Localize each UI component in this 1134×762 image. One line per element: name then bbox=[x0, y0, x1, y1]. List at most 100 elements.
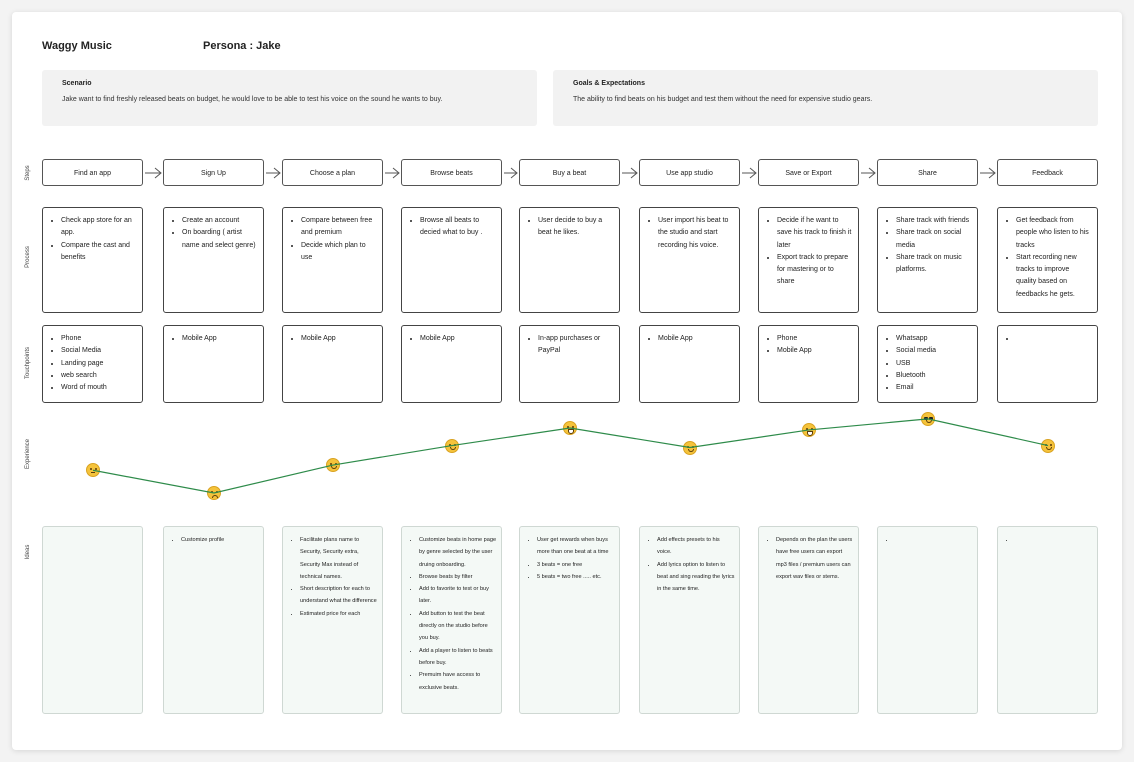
step-browse-beats: Browse beats bbox=[401, 159, 502, 186]
scenario-panel: Scenario Jake want to find freshly relea… bbox=[42, 70, 537, 126]
process-item: Get feedback from people who listen to h… bbox=[1016, 215, 1091, 252]
idea-item: Add lyrics option to listen to beat and … bbox=[657, 559, 735, 596]
idea-card: Add effects presets to his voice.Add lyr… bbox=[639, 526, 740, 714]
process-card: Browse all beats to decied what to buy . bbox=[401, 207, 502, 313]
idea-card: Customize profile bbox=[163, 526, 264, 714]
step-arrow-head bbox=[868, 167, 876, 179]
touchpoint-card: PhoneMobile App bbox=[758, 325, 859, 403]
touchpoint-card: WhatsappSocial mediaUSBBluetoothEmail bbox=[877, 325, 978, 403]
process-item: User decide to buy a beat he likes. bbox=[538, 215, 613, 240]
idea-item: User get rewards when buys more than one… bbox=[537, 534, 615, 559]
touchpoint-item: Mobile App bbox=[777, 345, 852, 357]
scenario-heading: Scenario bbox=[62, 80, 92, 87]
step-sign-up: Sign Up bbox=[163, 159, 264, 186]
process-item: Browse all beats to decied what to buy . bbox=[420, 215, 495, 240]
touchpoint-item: In-app purchases or PayPal bbox=[538, 333, 613, 358]
touchpoint-item: Social Media bbox=[61, 345, 136, 357]
idea-card: Customize beats in home page by genre se… bbox=[401, 526, 502, 714]
process-item: User import his beat to the studio and s… bbox=[658, 215, 733, 252]
touchpoint-card: Mobile App bbox=[282, 325, 383, 403]
touchpoint-card: Mobile App bbox=[401, 325, 502, 403]
process-card: Get feedback from people who listen to h… bbox=[997, 207, 1098, 313]
touchpoint-item: web search bbox=[61, 370, 136, 382]
process-item: Decide if he want to save his track to f… bbox=[777, 215, 852, 252]
process-card: Create an accountOn boarding ( artist na… bbox=[163, 207, 264, 313]
step-find-an-app: Find an app bbox=[42, 159, 143, 186]
process-item: Create an account bbox=[182, 215, 257, 227]
idea-item: Add button to test the beat directly on … bbox=[419, 608, 497, 645]
process-card: User decide to buy a beat he likes. bbox=[519, 207, 620, 313]
goals-panel: Goals & Expectations The ability to find… bbox=[553, 70, 1098, 126]
process-card: Check app store for an app.Compare the c… bbox=[42, 207, 143, 313]
process-item: Share track on music platforms. bbox=[896, 252, 971, 277]
process-item: Share track with friends bbox=[896, 215, 971, 227]
step-arrow-head bbox=[392, 167, 400, 179]
process-card: Decide if he want to save his track to f… bbox=[758, 207, 859, 313]
process-card: Share track with friendsShare track on s… bbox=[877, 207, 978, 313]
app-title: Waggy Music bbox=[42, 40, 112, 52]
idea-card: Depends on the plan the users have free … bbox=[758, 526, 859, 714]
step-arrow-head bbox=[154, 167, 162, 179]
smile-face-icon bbox=[683, 440, 697, 455]
idea-card bbox=[997, 526, 1098, 714]
process-item: Start recording new tracks to improve qu… bbox=[1016, 252, 1091, 301]
step-arrow-head bbox=[510, 167, 518, 179]
touchpoint-card: Mobile App bbox=[163, 325, 264, 403]
step-arrow-head bbox=[749, 167, 757, 179]
step-save-or-export: Save or Export bbox=[758, 159, 859, 186]
process-item: On boarding ( artist name and select gen… bbox=[182, 227, 257, 252]
idea-item: Customize profile bbox=[181, 534, 259, 546]
idea-item: Estimated price for each bbox=[300, 608, 378, 620]
persona-title: Persona : Jake bbox=[203, 40, 281, 52]
touchpoint-item: USB bbox=[896, 358, 971, 370]
step-arrow-head bbox=[630, 167, 638, 179]
step-feedback: Feedback bbox=[997, 159, 1098, 186]
process-item: Compare between free and premium bbox=[301, 215, 376, 240]
touchpoint-item: Bluetooth bbox=[896, 370, 971, 382]
process-card: User import his beat to the studio and s… bbox=[639, 207, 740, 313]
process-card: Compare between free and premiumDecide w… bbox=[282, 207, 383, 313]
step-choose-a-plan: Choose a plan bbox=[282, 159, 383, 186]
goals-text: The ability to find beats on his budget … bbox=[573, 96, 873, 103]
touchpoint-item: Landing page bbox=[61, 358, 136, 370]
idea-item: Browse beats by filter bbox=[419, 571, 497, 583]
touchpoint-item: Mobile App bbox=[420, 333, 495, 345]
process-item: Decide which plan to use bbox=[301, 240, 376, 265]
touchpoint-item: Phone bbox=[61, 333, 136, 345]
scenario-text: Jake want to find freshly released beats… bbox=[62, 96, 443, 103]
goals-heading: Goals & Expectations bbox=[573, 80, 645, 87]
step-arrow-head bbox=[273, 167, 281, 179]
process-item: Check app store for an app. bbox=[61, 215, 136, 240]
idea-item: Facilitate plans name to Security, Secur… bbox=[300, 534, 378, 583]
idea-card bbox=[877, 526, 978, 714]
touchpoint-item: Social media bbox=[896, 345, 971, 357]
touchpoint-card: Mobile App bbox=[639, 325, 740, 403]
idea-item: Depends on the plan the users have free … bbox=[776, 534, 854, 583]
idea-item: 5 beats = two free ..... etc. bbox=[537, 571, 615, 583]
touchpoint-item: Mobile App bbox=[658, 333, 733, 345]
idea-item: Short description for each to understand… bbox=[300, 583, 378, 608]
idea-item: Customize beats in home page by genre se… bbox=[419, 534, 497, 571]
process-item: Share track on social media bbox=[896, 227, 971, 252]
touchpoint-card: PhoneSocial MediaLanding pageweb searchW… bbox=[42, 325, 143, 403]
touchpoint-item: Word of mouth bbox=[61, 382, 136, 394]
idea-card bbox=[42, 526, 143, 714]
touchpoint-card: In-app purchases or PayPal bbox=[519, 325, 620, 403]
touchpoint-item: Whatsapp bbox=[896, 333, 971, 345]
touchpoint-item: Email bbox=[896, 382, 971, 394]
process-item: Compare the cast and benefits bbox=[61, 240, 136, 265]
idea-item: Add effects presets to his voice. bbox=[657, 534, 735, 559]
idea-card: User get rewards when buys more than one… bbox=[519, 526, 620, 714]
step-share: Share bbox=[877, 159, 978, 186]
step-use-app-studio: Use app studio bbox=[639, 159, 740, 186]
idea-item: Premuim have access to exclusive beats. bbox=[419, 669, 497, 694]
touchpoint-item: Mobile App bbox=[301, 333, 376, 345]
idea-item: Add to favorite to test or buy later. bbox=[419, 583, 497, 608]
touchpoint-item: Phone bbox=[777, 333, 852, 345]
experience-line bbox=[92, 418, 1049, 494]
step-buy-a-beat: Buy a beat bbox=[519, 159, 620, 186]
touchpoint-item: Mobile App bbox=[182, 333, 257, 345]
idea-card: Facilitate plans name to Security, Secur… bbox=[282, 526, 383, 714]
process-item: Export track to prepare for mastering or… bbox=[777, 252, 852, 289]
